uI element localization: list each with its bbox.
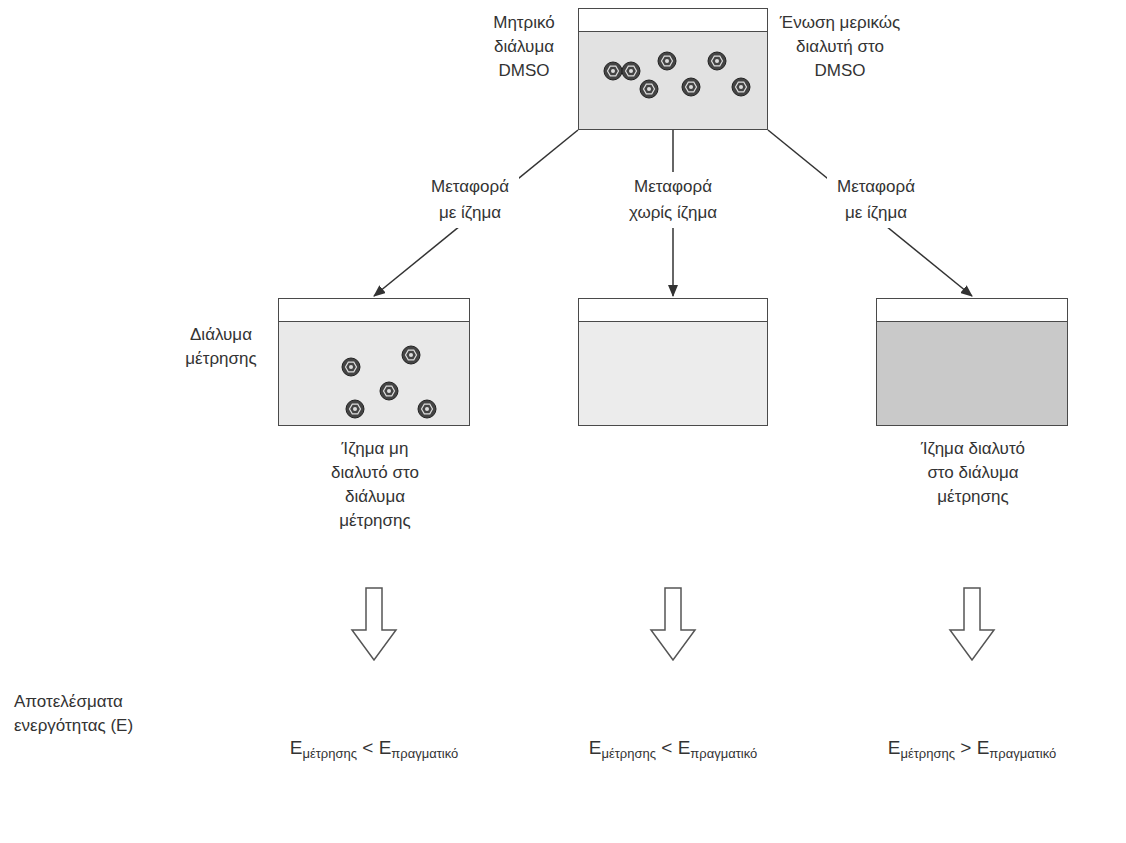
container-box [578,298,768,426]
activity-result: Εμέτρησης < Επραγματικό [589,736,758,766]
activity-result: Εμέτρησης < Επραγματικό [290,736,459,766]
precipitate-particles [279,299,469,425]
transfer-arrow [768,130,972,296]
box-caption: Ίζημα μη διαλυτό στο διάλυμα μέτρησης [319,437,431,533]
row-heading: Αποτελέσματα ενεργότητας (Ε) [14,690,154,738]
container-lid [279,299,469,322]
activity-result: Εμέτρησης > Επραγματικό [888,736,1057,766]
container-lid [579,9,767,32]
container-box: Διάλυμα μέτρησηςΊζημα μη διαλυτό στο διά… [278,298,470,426]
box-caption: Ίζημα διαλυτό στο διάλυμα μέτρησης [917,437,1029,509]
container-box: Ίζημα διαλυτό στο διάλυμα μέτρησης [876,298,1068,426]
container-box: Μητρικό διάλυμα DMSOΈνωση μερικώς διαλυτ… [578,8,768,130]
precipitate-particles [579,9,767,129]
result-arrow [352,588,396,660]
box-caption: Ένωση μερικώς διαλυτή στο DMSO [779,11,901,83]
container-lid [877,299,1067,322]
result-arrow [651,588,695,660]
box-caption: Μητρικό διάλυμα DMSO [481,11,567,83]
result-arrow [950,588,994,660]
edge-label: Μεταφορά χωρίς ίζημα [624,172,722,228]
box-caption: Διάλυμα μέτρησης [175,323,267,371]
edge-label: Μεταφορά με ίζημα [827,172,925,228]
transfer-arrow [374,130,578,296]
edge-label: Μεταφορά με ίζημα [421,172,519,228]
container-lid [579,299,767,322]
